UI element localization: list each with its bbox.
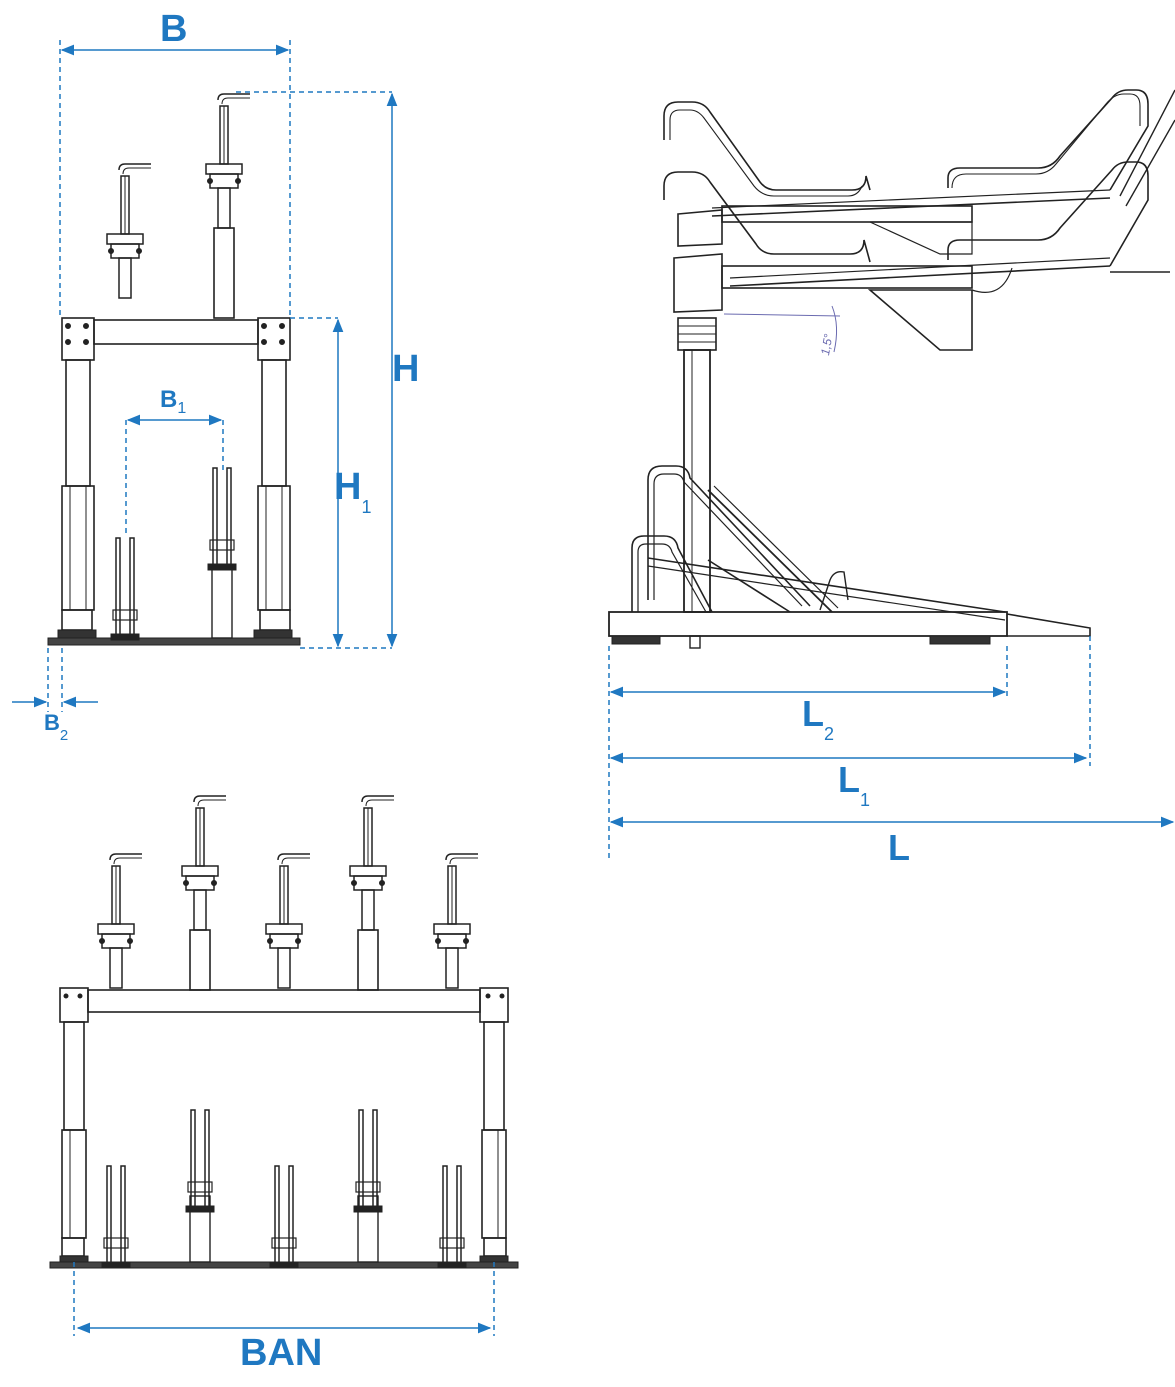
multi-unit-view [49,795,519,1269]
side-view-dimensions [608,636,1175,860]
front-view [47,93,301,646]
dimension-label-b: B [160,8,188,50]
dimension-label-b2: B2 [44,710,69,744]
dimension-label-l2: L2 [802,693,835,744]
dimension-label-h: H [392,348,420,390]
front-view-dimensions [12,40,398,712]
multi-unit-dimensions [73,1262,495,1336]
dimension-label-b1: B1 [160,386,187,417]
dimension-label-h1: H1 [334,466,372,517]
dimension-label-ban: BAN [240,1332,323,1374]
dimension-label-l1: L1 [838,759,871,810]
dimension-label-l: L [888,827,910,868]
side-view [608,89,1175,649]
